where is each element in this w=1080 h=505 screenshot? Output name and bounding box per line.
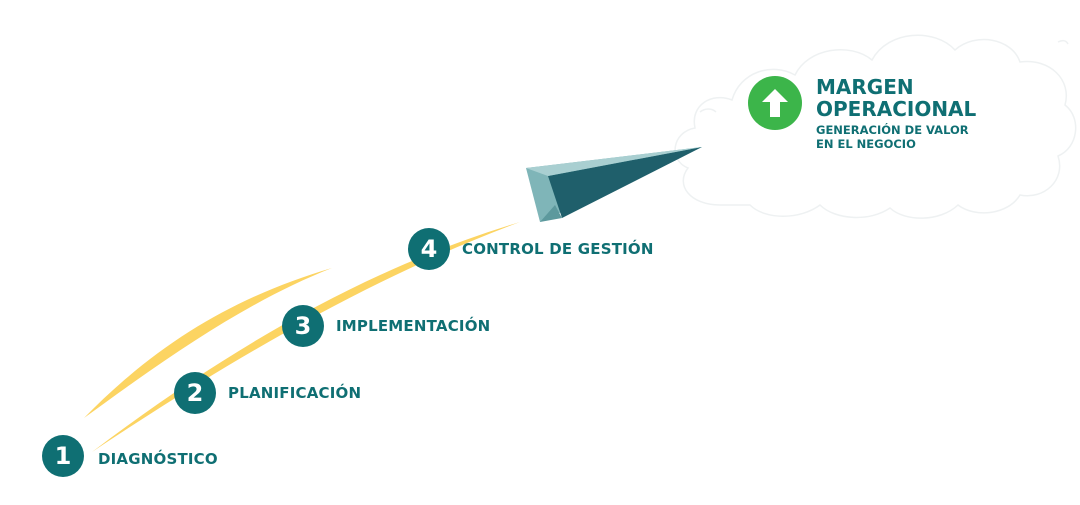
paper-plane-icon <box>526 147 702 222</box>
goal-block: MARGEN OPERACIONAL GENERACIÓN DE VALOR E… <box>748 76 976 151</box>
arrow-up-icon <box>748 76 802 130</box>
step-label: IMPLEMENTACIÓN <box>336 317 491 335</box>
step-label: PLANIFICACIÓN <box>228 384 362 402</box>
step-number-badge: 2 <box>174 372 216 414</box>
step-number-badge: 1 <box>42 435 84 477</box>
cloud-illustration <box>674 34 1077 219</box>
step-number-badge: 3 <box>282 305 324 347</box>
step-diagnostico: 1 DIAGNÓSTICO <box>42 434 218 478</box>
goal-title-line-1: MARGEN <box>816 75 914 99</box>
step-label: DIAGNÓSTICO <box>98 450 218 468</box>
step-implementacion: 3 IMPLEMENTACIÓN <box>282 304 490 348</box>
goal-subtitle-line-2: EN EL NEGOCIO <box>816 137 916 151</box>
goal-subtitle-line-1: GENERACIÓN DE VALOR <box>816 123 969 137</box>
step-label: CONTROL DE GESTIÓN <box>462 240 654 258</box>
goal-text: MARGEN OPERACIONAL GENERACIÓN DE VALOR E… <box>816 76 976 151</box>
step-control-de-gestion: 4 CONTROL DE GESTIÓN <box>408 227 654 271</box>
step-number-badge: 4 <box>408 228 450 270</box>
goal-title-line-2: OPERACIONAL <box>816 97 977 121</box>
step-planificacion: 2 PLANIFICACIÓN <box>174 371 361 415</box>
